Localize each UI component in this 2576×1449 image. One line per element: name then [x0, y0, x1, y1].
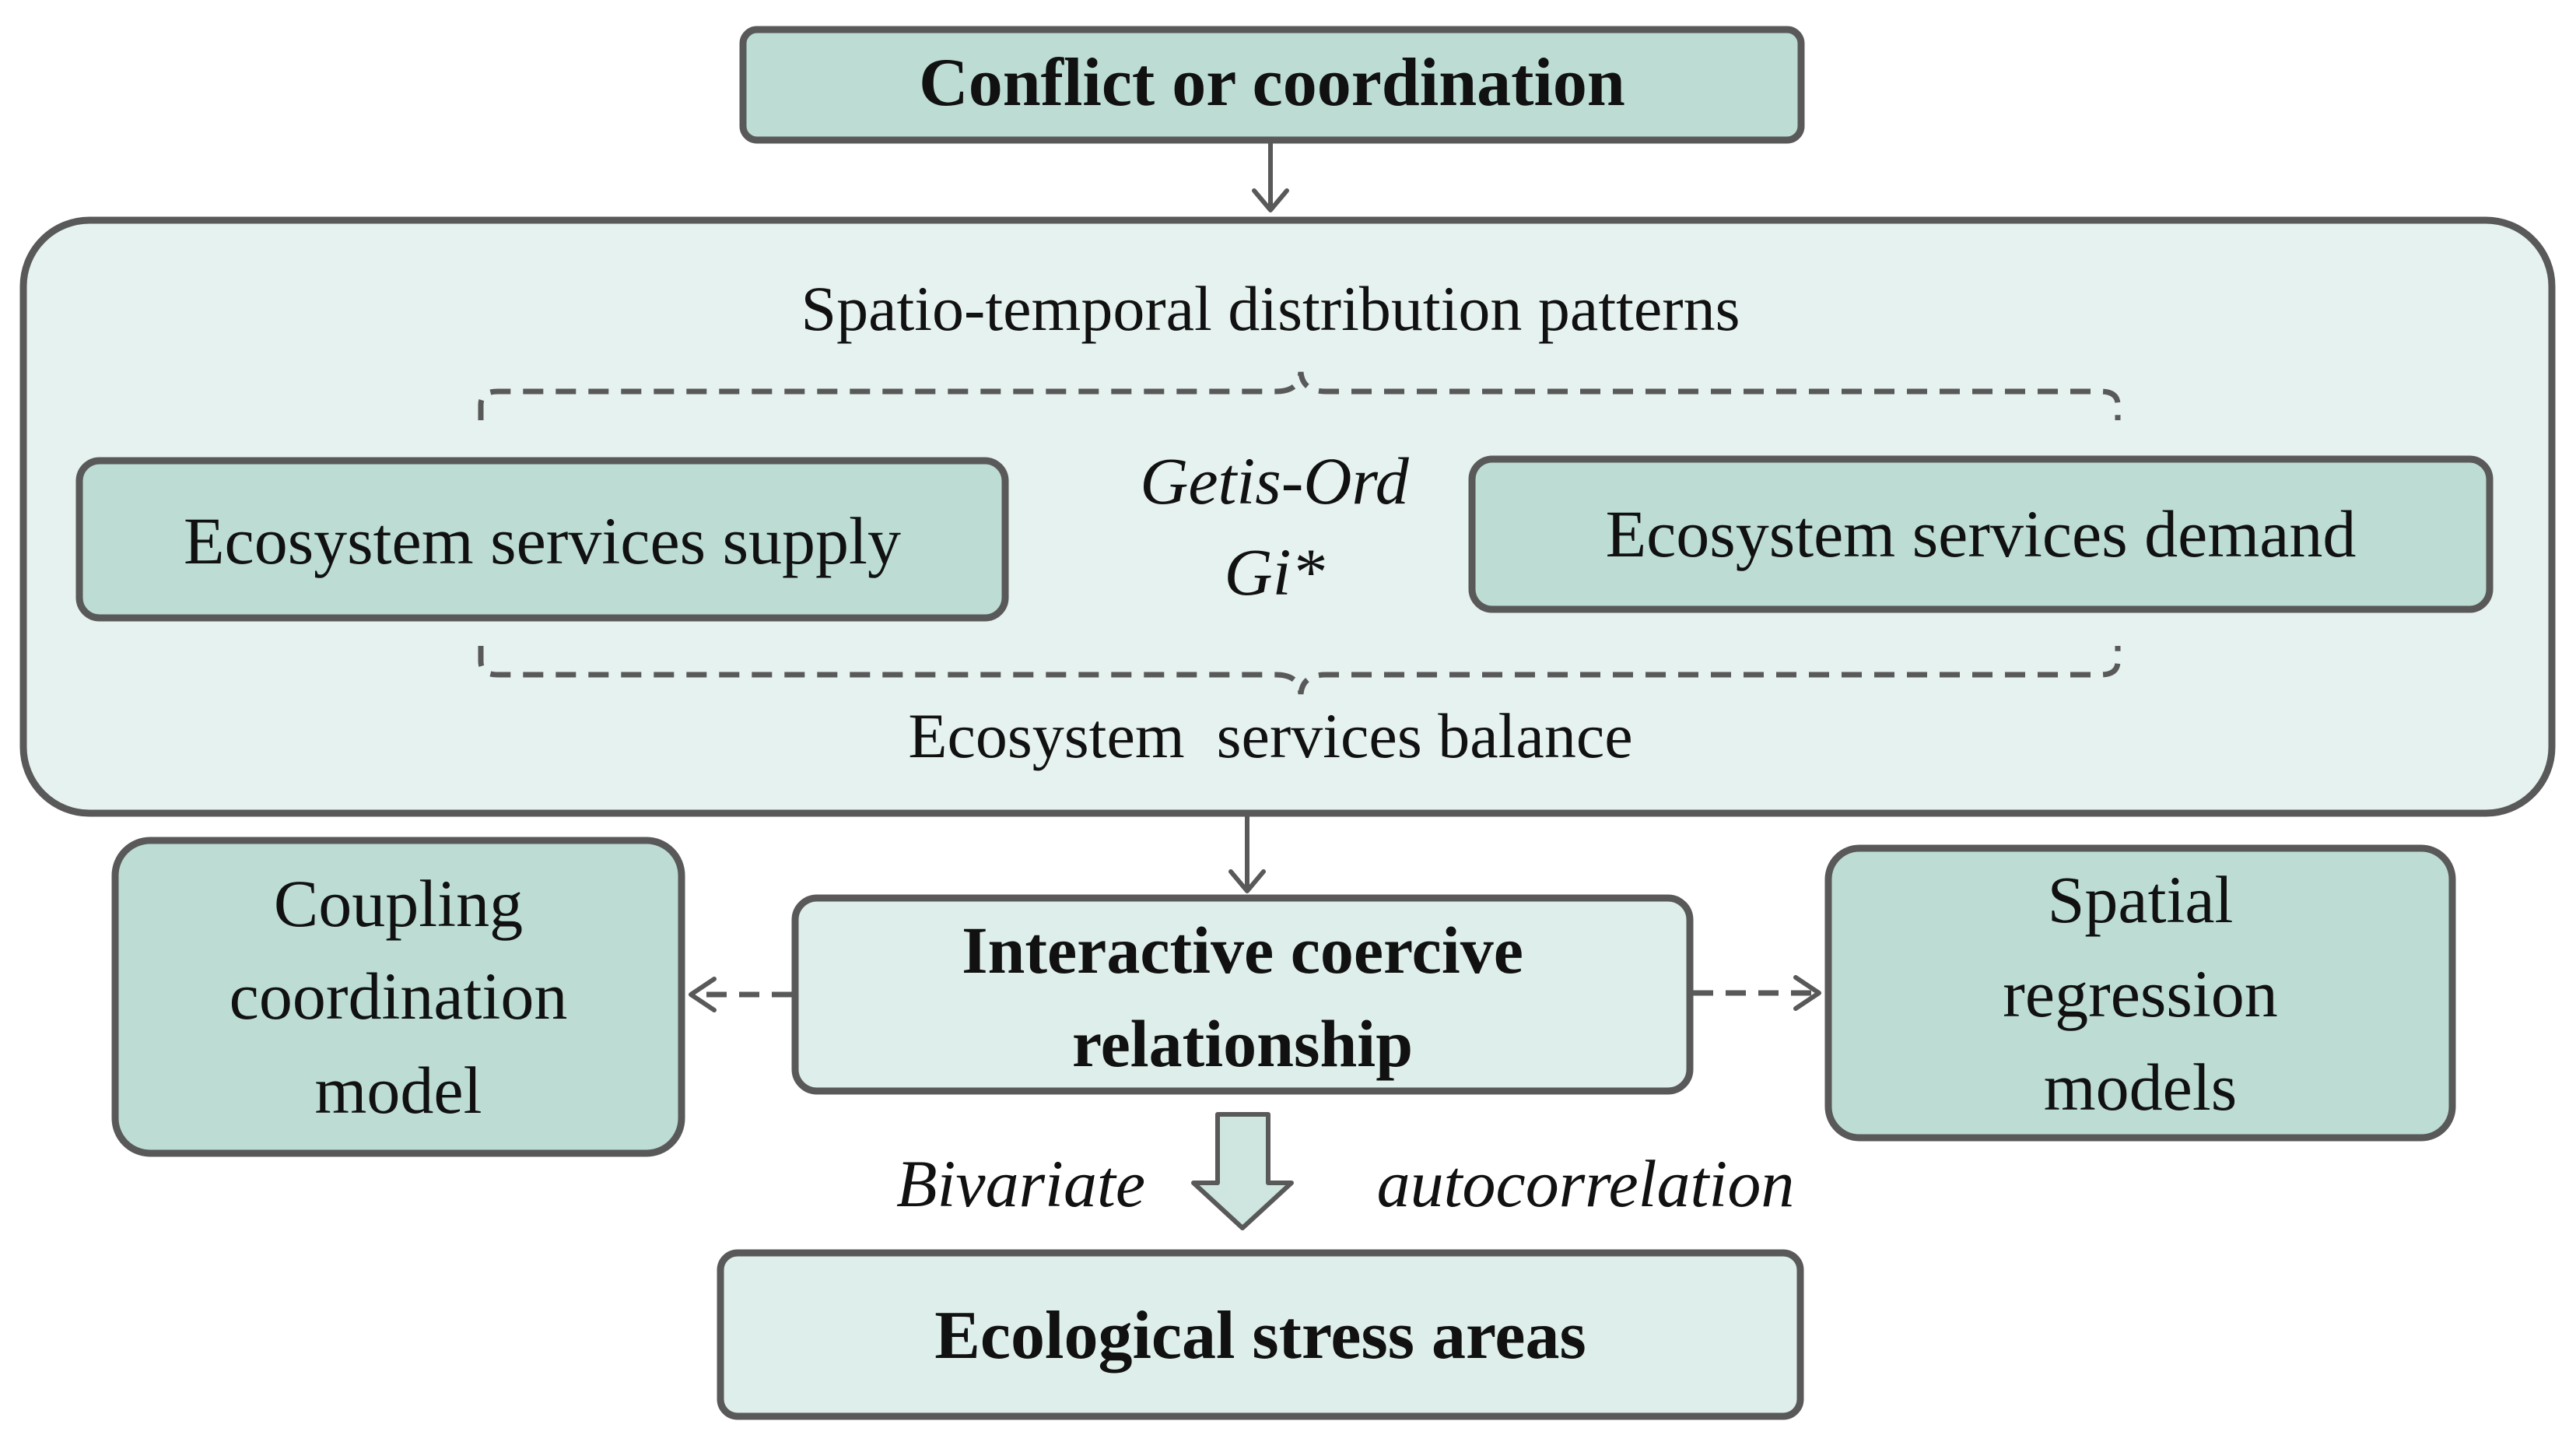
upper-brace [478, 371, 2121, 420]
coordination-label: coordination [230, 959, 568, 1033]
regression-label: regression [2003, 956, 2277, 1031]
services-balance-label: Ecosystem services balance [908, 700, 1632, 771]
getis-ord-label: Getis-Ord [1140, 444, 1410, 518]
relationship-label: relationship [1072, 1006, 1413, 1081]
conflict-or-coordination-label: Conflict or coordination [919, 45, 1625, 121]
supply-box: Ecosystem services supply [75, 457, 1009, 622]
interactive-coercive-box: Interactive coercive relationship [791, 894, 1694, 1095]
spatial-label: Spatial [2048, 862, 2234, 937]
autocorrelation-label: autocorrelation [1377, 1146, 1795, 1221]
lower-brace [478, 646, 2121, 695]
spatio-temporal-label: Spatio-temporal distribution patterns [801, 273, 1740, 344]
block-arrow-down [1191, 1112, 1294, 1230]
coupling-coordination-box: Coupling coordination model [111, 837, 685, 1157]
bivariate-label: Bivariate [896, 1146, 1145, 1221]
dashed-arrow-to-coupling [689, 977, 792, 1012]
spatial-regression-box: Spatial regression models [1824, 844, 2456, 1142]
demand-label: Ecosystem services demand [1606, 496, 2357, 571]
arrow-panel-to-center [1228, 816, 1266, 893]
ecological-stress-label: Ecological stress areas [934, 1298, 1586, 1374]
arrow-top-to-panel [1252, 140, 1289, 212]
conflict-or-coordination-box: Conflict or coordination [739, 26, 1805, 144]
demand-box: Ecosystem services demand [1468, 455, 2494, 613]
coupling-label: Coupling [274, 866, 523, 941]
supply-label: Ecosystem services supply [184, 503, 901, 578]
ecological-stress-box: Ecological stress areas [717, 1249, 1804, 1420]
interactive-coercive-label: Interactive coercive [962, 913, 1523, 988]
dashed-arrow-to-regression [1693, 975, 1821, 1011]
models-label: models [2044, 1050, 2237, 1124]
gi-star-label: Gi* [1225, 535, 1325, 609]
distribution-panel: Spatio-temporal distribution patterns Ec… [19, 216, 2556, 817]
model-label: model [315, 1053, 482, 1128]
